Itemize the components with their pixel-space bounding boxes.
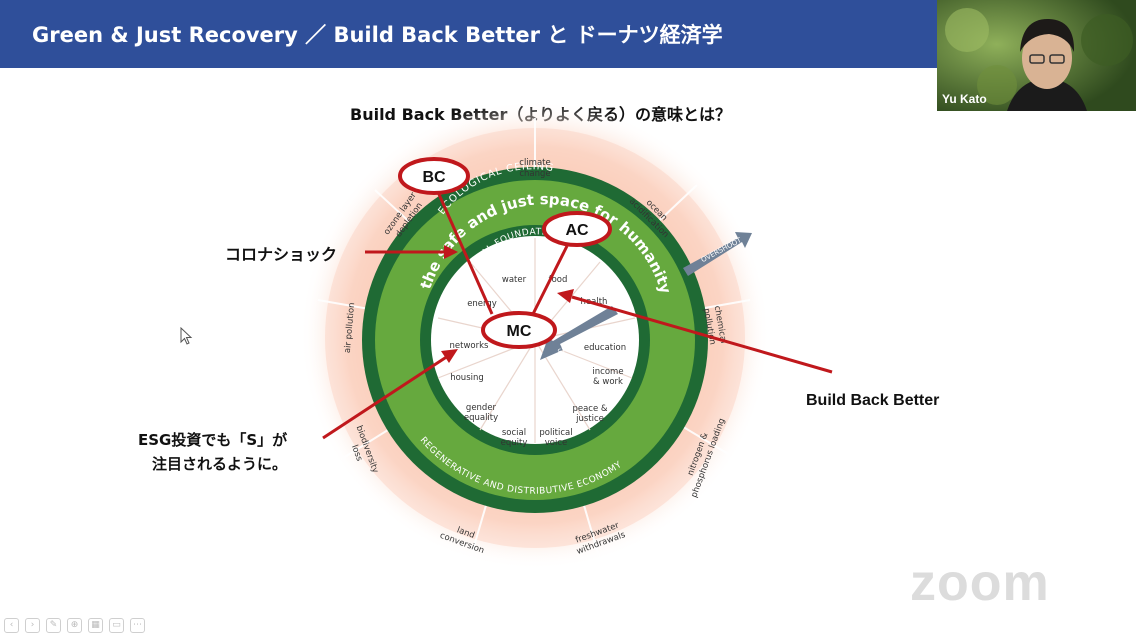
pen-icon[interactable]: ✎ (46, 618, 61, 633)
bbb-arrow-head (557, 289, 574, 303)
svg-text:air pollution: air pollution (343, 302, 357, 353)
svg-text:BC: BC (422, 169, 446, 186)
svg-text:MC: MC (507, 323, 532, 340)
slide-title: Green & Just Recovery ／ Build Back Bette… (32, 23, 723, 47)
participant-name: Yu Kato (942, 92, 987, 106)
svg-text:AC: AC (565, 222, 589, 239)
slide-toolbar: ‹ › ✎ ⊕ ▦ ▭ ⋯ (4, 618, 145, 633)
bbb-arrow-line (571, 295, 833, 374)
build-back-better-annotation: Build Back Better (806, 392, 940, 409)
grid-icon[interactable]: ▦ (88, 618, 103, 633)
label-networks: networks (450, 341, 490, 351)
label-food: food (549, 275, 568, 285)
label-water: water (502, 275, 527, 285)
esg-arrow-line (322, 354, 449, 440)
zoom-icon[interactable]: ⊕ (67, 618, 82, 633)
ac-to-mc-line (530, 245, 569, 317)
bc-callout: BC (398, 157, 470, 195)
label-energy: energy (467, 299, 497, 309)
label-education: education (584, 343, 626, 353)
mouse-cursor-icon (180, 327, 193, 345)
prev-slide-icon[interactable]: ‹ (4, 618, 19, 633)
ac-callout: AC (542, 211, 612, 247)
bc-to-mc-line (436, 191, 494, 315)
esg-annotation-line1: ESG投資でも「S」が (138, 431, 288, 449)
more-icon[interactable]: ⋯ (130, 618, 145, 633)
mc-callout: MC (481, 311, 557, 349)
corona-shock-annotation: コロナショック (225, 245, 338, 264)
zoom-watermark: zoom (910, 554, 1050, 612)
esg-annotation-line2: 注目されるように。 (152, 455, 288, 473)
label-peace-justice: peace &justice (572, 404, 607, 424)
esg-arrow-head (441, 349, 458, 363)
screen-icon[interactable]: ▭ (109, 618, 124, 633)
label-housing: housing (450, 373, 484, 383)
label-air-pollution: air pollution (343, 302, 357, 353)
participant-video-frame (937, 0, 1136, 111)
next-slide-icon[interactable]: › (25, 618, 40, 633)
label-income-work: income& work (592, 367, 623, 387)
participant-video[interactable]: Yu Kato (937, 0, 1136, 111)
corona-arrow-head (444, 245, 458, 259)
